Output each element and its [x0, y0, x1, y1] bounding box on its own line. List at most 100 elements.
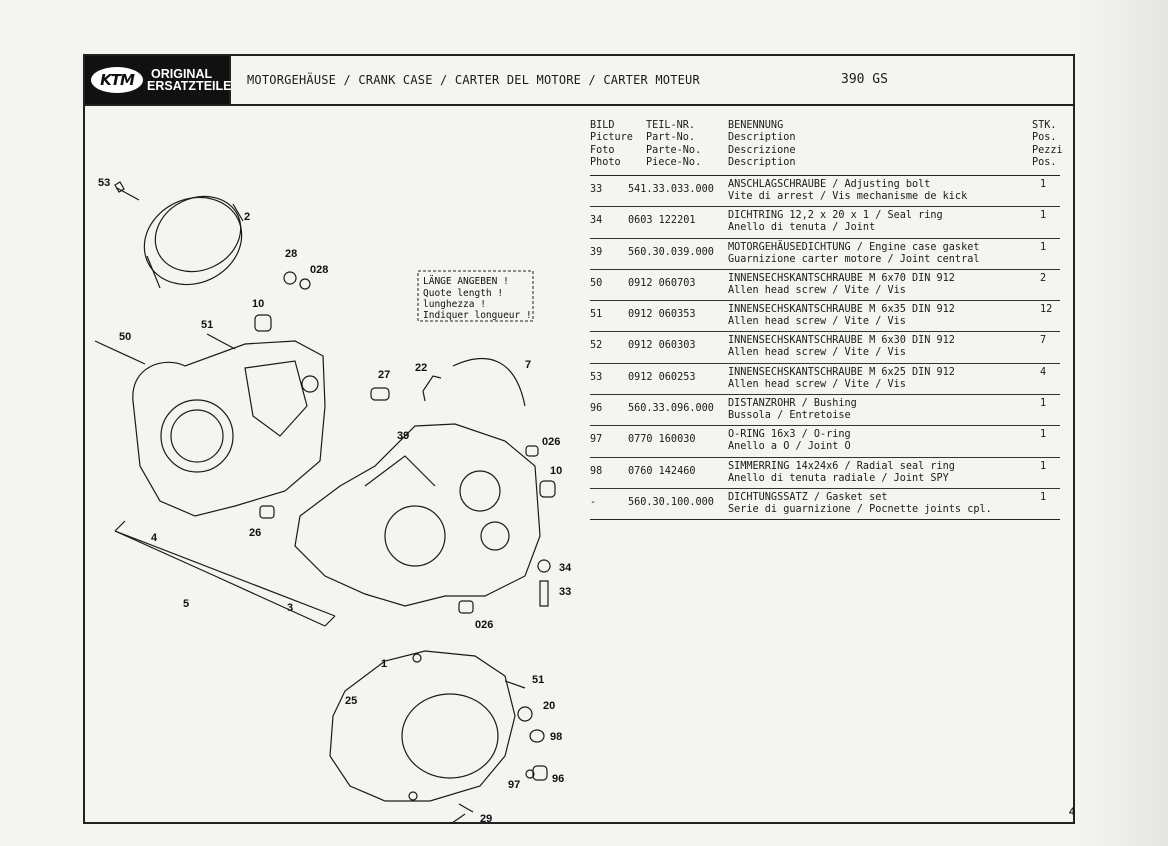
callout: 51 — [201, 319, 213, 331]
adjusting-bolt-33 — [539, 580, 549, 607]
part-quantity: 4 — [1040, 366, 1047, 378]
part-bild: 33 — [590, 184, 603, 195]
hose-7 — [452, 358, 526, 407]
part-028 — [299, 278, 311, 290]
ktm-logo: KTM ORIGINAL ERSATZTEILE — [85, 56, 232, 104]
part-number: 0770 160030 — [628, 434, 696, 446]
bolt-51-top — [206, 333, 236, 350]
logo-line-ersatzteile: ERSATZTEILE — [147, 79, 232, 93]
table-row: 34 0603 122201 DICHTRING 12,2 x 20 x 1 / S… — [590, 207, 1060, 239]
bushing-10-right — [539, 480, 556, 498]
callout: 20 — [543, 700, 555, 712]
callout: 026 — [542, 436, 560, 448]
part-description-translations: Anello a O / Joint O — [728, 441, 851, 453]
part-description: MOTORGEHÄUSEDICHTUNG / Engine case gaske… — [728, 241, 980, 253]
part-bild: 53 — [590, 371, 603, 383]
callout: 27 — [378, 369, 390, 381]
length-note-line-4: Indiquer longueur ! — [423, 310, 532, 321]
bolt-50 — [94, 340, 146, 365]
exploded-diagram: LÄNGE ANGEBEN ! Quote length ! lunghezza… — [94, 177, 572, 824]
bolt-51-cover — [504, 680, 526, 689]
part-number: 0912 060703 — [628, 277, 696, 289]
length-note-box — [417, 270, 534, 322]
fitting-22 — [422, 375, 442, 402]
sheet-title: MOTORGEHÄUSE / CRANK CASE / CARTER DEL M… — [247, 73, 700, 87]
part-number: 560.30.100.000 — [628, 496, 714, 508]
callout: 4 — [151, 532, 158, 544]
part-description-translations: Serie di guarnizione / Pocnette joints c… — [728, 503, 992, 515]
page-edge-shadow — [1078, 0, 1168, 846]
callout: 26 — [249, 527, 261, 539]
callout: 3 — [287, 602, 293, 614]
part-bild: 34 — [590, 215, 603, 227]
part-bild: 51 — [590, 309, 603, 321]
ktm-logo-mark: KTM — [91, 67, 143, 93]
right-crankcase-half — [294, 423, 541, 607]
bolt-29 — [458, 803, 474, 813]
part-description: SIMMERRING 14x24x6 / Radial seal ring — [728, 460, 955, 472]
part-description: ANSCHLAGSCHRAUBE / Adjusting bolt — [728, 179, 931, 190]
callout: 39 — [397, 430, 409, 442]
part-description-translations: Allen head screw / Vite / Vis — [728, 284, 906, 296]
seal-ring-34 — [537, 559, 551, 573]
bushing-27 — [370, 387, 390, 401]
part-quantity: 7 — [1040, 335, 1047, 347]
bolt-51-lower — [449, 813, 466, 824]
bracket-5-3 — [114, 530, 326, 627]
callout: 51 — [532, 674, 544, 686]
part-bild: 97 — [590, 434, 603, 446]
part-number: 0912 060253 — [628, 371, 696, 383]
part-number: 0912 060353 — [628, 309, 696, 321]
sheet-header: KTM ORIGINAL ERSATZTEILE MOTORGEHÄUSE / … — [85, 56, 1073, 106]
part-description-translations: Allen head screw / Vite / Vis — [728, 347, 906, 359]
part-quantity: 1 — [1040, 241, 1047, 253]
callout: 25 — [345, 695, 357, 707]
part-quantity: 1 — [1040, 460, 1047, 472]
part-bild: 50 — [590, 277, 603, 289]
table-row: 33 541.33.033.000 ANSCHLAGSCHRAUBE / Adjus… — [590, 176, 1060, 208]
part-description-translations: Allen head screw / Vite / Vis — [728, 378, 906, 390]
bracket-4 — [114, 520, 336, 627]
part-bild: - — [590, 496, 597, 508]
part-bild: 96 — [590, 403, 603, 415]
part-quantity: 1 — [1040, 179, 1047, 190]
callout: 1 — [381, 658, 387, 670]
ignition-cover-25 — [329, 650, 516, 802]
callout: 10 — [252, 298, 264, 310]
part-description: DICHTRING 12,2 x 20 x 1 / Seal ring — [728, 210, 943, 222]
page-number: 4 — [1069, 806, 1076, 818]
part-number: 0603 122201 — [628, 215, 696, 227]
callout: 22 — [415, 362, 427, 374]
callout: 98 — [550, 731, 562, 743]
o-ring-97 — [525, 769, 535, 779]
parts-sheet: KTM ORIGINAL ERSATZTEILE MOTORGEHÄUSE / … — [83, 54, 1075, 824]
callout: 5 — [183, 598, 189, 610]
bushing-10-top — [254, 314, 272, 332]
length-note-line-1: LÄNGE ANGEBEN ! — [423, 276, 509, 287]
part-28 — [283, 271, 297, 285]
part-description-translations: Guarnizione carter motore / Joint centra… — [728, 253, 980, 265]
part-description: O-RING 16x3 / O-ring — [728, 429, 851, 441]
part-quantity: 1 — [1040, 398, 1047, 410]
callout: 96 — [552, 773, 564, 785]
part-number: 541.33.033.000 — [628, 184, 714, 195]
callout: 50 — [119, 331, 131, 343]
part-quantity: 2 — [1040, 272, 1047, 284]
callout: 53 — [98, 177, 110, 189]
part-number: 560.30.039.000 — [628, 246, 714, 258]
part-quantity: 1 — [1040, 491, 1047, 503]
part-description: INNENSECHSKANTSCHRAUBE M 6x25 DIN 912 — [728, 366, 955, 378]
part-description: INNENSECHSKANTSCHRAUBE M 6x70 DIN 912 — [728, 272, 955, 284]
bolt-53 — [114, 181, 140, 201]
part-quantity: 1 — [1040, 210, 1047, 222]
part-number: 0760 142460 — [628, 465, 696, 477]
header-teil-nr: TEIL-NR.Part-No.Parte-No.Piece-No. — [646, 120, 702, 169]
